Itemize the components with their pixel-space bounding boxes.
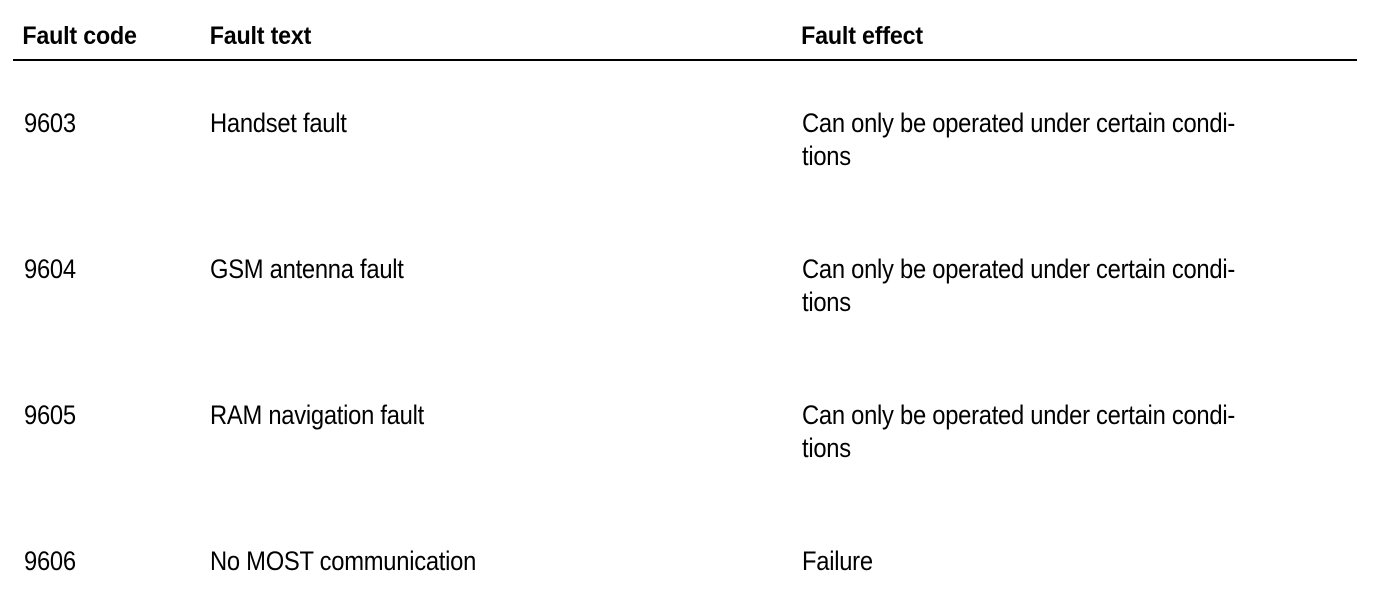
cell-fault-code-value: 9603 bbox=[24, 108, 76, 138]
table-body: 9603 Handset fault Can only be operated … bbox=[0, 60, 1392, 612]
cell-fault-code-value: 9606 bbox=[24, 546, 76, 576]
cell-fault-effect-value: Failure bbox=[802, 546, 873, 576]
column-header-fault-effect: Fault effect bbox=[790, 0, 1350, 60]
column-header-fault-effect-label: Fault effect bbox=[801, 22, 923, 50]
table-row: 9604 GSM antenna fault Can only be opera… bbox=[0, 206, 1392, 352]
column-header-fault-code-label: Fault code bbox=[22, 22, 137, 50]
table-row: 9603 Handset fault Can only be operated … bbox=[0, 60, 1392, 206]
cell-fault-effect: Can only be operated under certain condi… bbox=[790, 206, 1392, 352]
cell-fault-code: 9606 bbox=[0, 498, 206, 611]
cell-fault-code-value: 9605 bbox=[24, 400, 76, 430]
cell-fault-text-value: Handset fault bbox=[210, 108, 347, 138]
cell-fault-effect: Can only be operated under certain condi… bbox=[790, 352, 1392, 498]
cell-fault-text-value: RAM navigation fault bbox=[210, 400, 424, 430]
cell-fault-code: 9605 bbox=[0, 352, 206, 498]
cell-fault-text: No MOST communication bbox=[206, 498, 790, 611]
cell-fault-text: RAM navigation fault bbox=[206, 352, 790, 498]
table-header: Fault code Fault text Fault effect bbox=[0, 0, 1392, 60]
cell-fault-text: Handset fault bbox=[206, 60, 790, 206]
cell-fault-code-value: 9604 bbox=[24, 254, 76, 284]
column-header-fault-text-label: Fault text bbox=[209, 22, 312, 50]
cell-fault-effect: Failure bbox=[790, 498, 1392, 611]
cell-fault-effect-value: Can only be operated under certain condi… bbox=[802, 400, 1235, 463]
cell-fault-code: 9604 bbox=[0, 206, 206, 352]
table-header-row: Fault code Fault text Fault effect bbox=[0, 0, 1392, 60]
cell-fault-text: GSM antenna fault bbox=[206, 206, 790, 352]
cell-fault-code: 9603 bbox=[0, 60, 206, 206]
table-row: 9606 No MOST communication Failure bbox=[0, 498, 1392, 611]
cell-fault-text-value: GSM antenna fault bbox=[210, 254, 404, 284]
column-header-fault-text: Fault text bbox=[206, 0, 749, 60]
cell-fault-effect: Can only be operated under certain condi… bbox=[790, 60, 1392, 206]
column-header-fault-code: Fault code bbox=[0, 0, 192, 60]
table-row: 9605 RAM navigation fault Can only be op… bbox=[0, 352, 1392, 498]
cell-fault-text-value: No MOST communication bbox=[210, 546, 477, 576]
cell-fault-effect-value: Can only be operated under certain condi… bbox=[802, 254, 1235, 317]
header-divider-rule bbox=[13, 59, 1357, 61]
cell-fault-effect-value: Can only be operated under certain condi… bbox=[802, 108, 1235, 171]
